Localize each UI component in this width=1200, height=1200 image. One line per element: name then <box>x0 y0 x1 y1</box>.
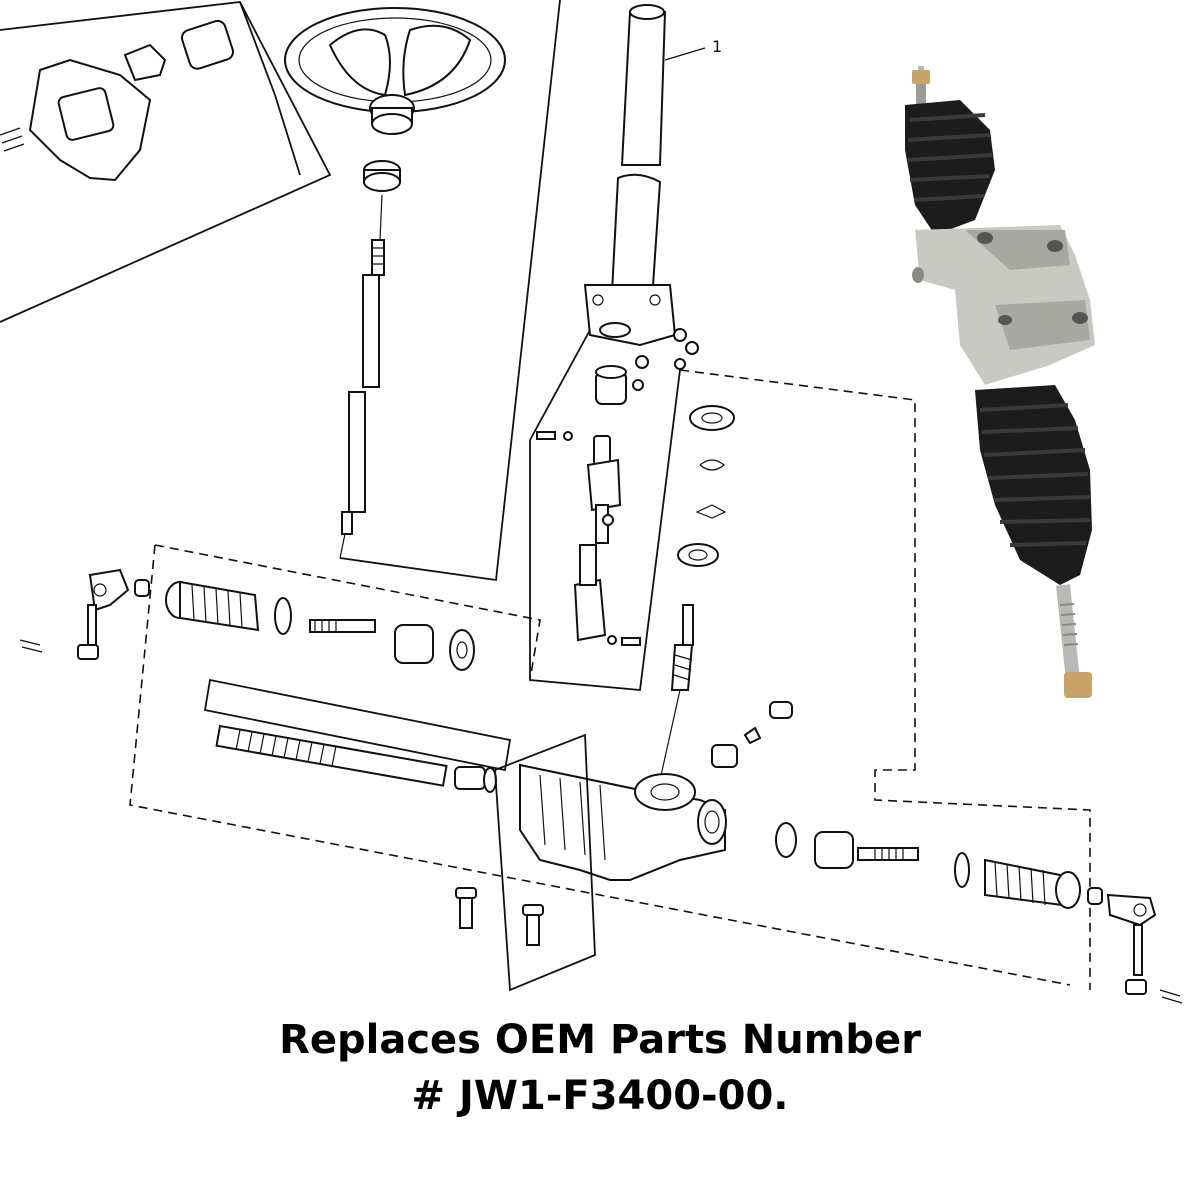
rack-bar <box>203 678 512 793</box>
callout-number: 1 <box>712 37 722 56</box>
column-bracket <box>583 284 699 391</box>
caption-line-1: Replaces OEM Parts Number <box>279 1017 921 1063</box>
horn-pad-inset <box>0 1 332 323</box>
intermediate-shaft <box>529 329 681 691</box>
exploded-parts-diagram: 1 <box>0 0 1183 1004</box>
left-tie-rod-assembly <box>19 544 1071 986</box>
steering-column-tube: 1 <box>608 4 722 331</box>
column-nut <box>363 160 401 241</box>
steering-rack-product-photo <box>905 66 1095 698</box>
caption-line-2: # JW1-F3400-00. <box>411 1073 789 1119</box>
rack-housing <box>494 701 793 992</box>
pinion-assembly <box>659 369 1091 990</box>
steering-wheel <box>239 1 506 176</box>
right-tie-rod-assembly <box>775 822 1183 1004</box>
steering-shaft <box>339 0 561 582</box>
housing-bolts <box>455 887 544 946</box>
oem-part-caption: Replaces OEM Parts Number # JW1-F3400-00… <box>0 1012 1200 1124</box>
